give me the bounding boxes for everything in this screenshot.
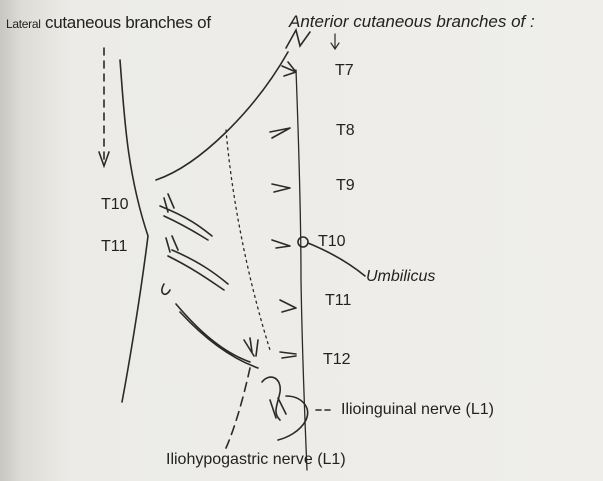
anterior-mark-t10	[272, 240, 290, 248]
lateral-label-t11: T11	[101, 238, 127, 256]
iliohypogastric-branch	[176, 304, 258, 368]
iliohypogastric-tuft	[244, 338, 258, 356]
iliohypogastric-label: Iliohypogastric nerve (L1)	[166, 451, 346, 469]
ilioinguinal-curve	[278, 396, 308, 440]
anterior-mark-t11	[280, 300, 296, 312]
lateral-branch-t10	[160, 194, 212, 240]
anterior-mark-t9	[272, 184, 290, 192]
lateral-header: Lateral cutaneous branches of	[6, 13, 211, 33]
umbilicus-circle	[298, 237, 308, 247]
lateral-label-t10: T10	[101, 196, 129, 214]
lateral-branch-t11	[166, 236, 228, 290]
top-zigzag	[286, 30, 310, 48]
anterior-label-t10: T10	[318, 233, 346, 251]
anterior-label-t8: T8	[336, 122, 355, 140]
anterior-label-t7: T7	[335, 62, 354, 80]
lateral-header-text: cutaneous branches of	[45, 13, 211, 32]
anterior-label-t12: T12	[323, 351, 351, 369]
small-hook	[162, 284, 170, 294]
anterior-mark-t12	[280, 352, 296, 358]
anterior-label-t11: T11	[325, 292, 351, 310]
umbilicus-label: Umbilicus	[366, 268, 435, 286]
anterior-mark-t8	[270, 128, 290, 138]
dotted-line	[226, 130, 270, 350]
anterior-mark-t7	[282, 62, 296, 76]
iliohypogastric-dashed-line	[226, 368, 250, 448]
anterior-header: Anterior cutaneous branches of :	[289, 12, 535, 32]
anterior-arrow	[331, 34, 339, 49]
costal-margin-curve	[156, 52, 288, 180]
ilioinguinal-label: Ilioinguinal nerve (L1)	[341, 401, 494, 419]
lateral-body-outline	[120, 60, 148, 402]
anterior-label-t9: T9	[336, 177, 355, 195]
anterior-midline	[296, 70, 307, 470]
lateral-header-prefix: Lateral	[6, 17, 41, 31]
